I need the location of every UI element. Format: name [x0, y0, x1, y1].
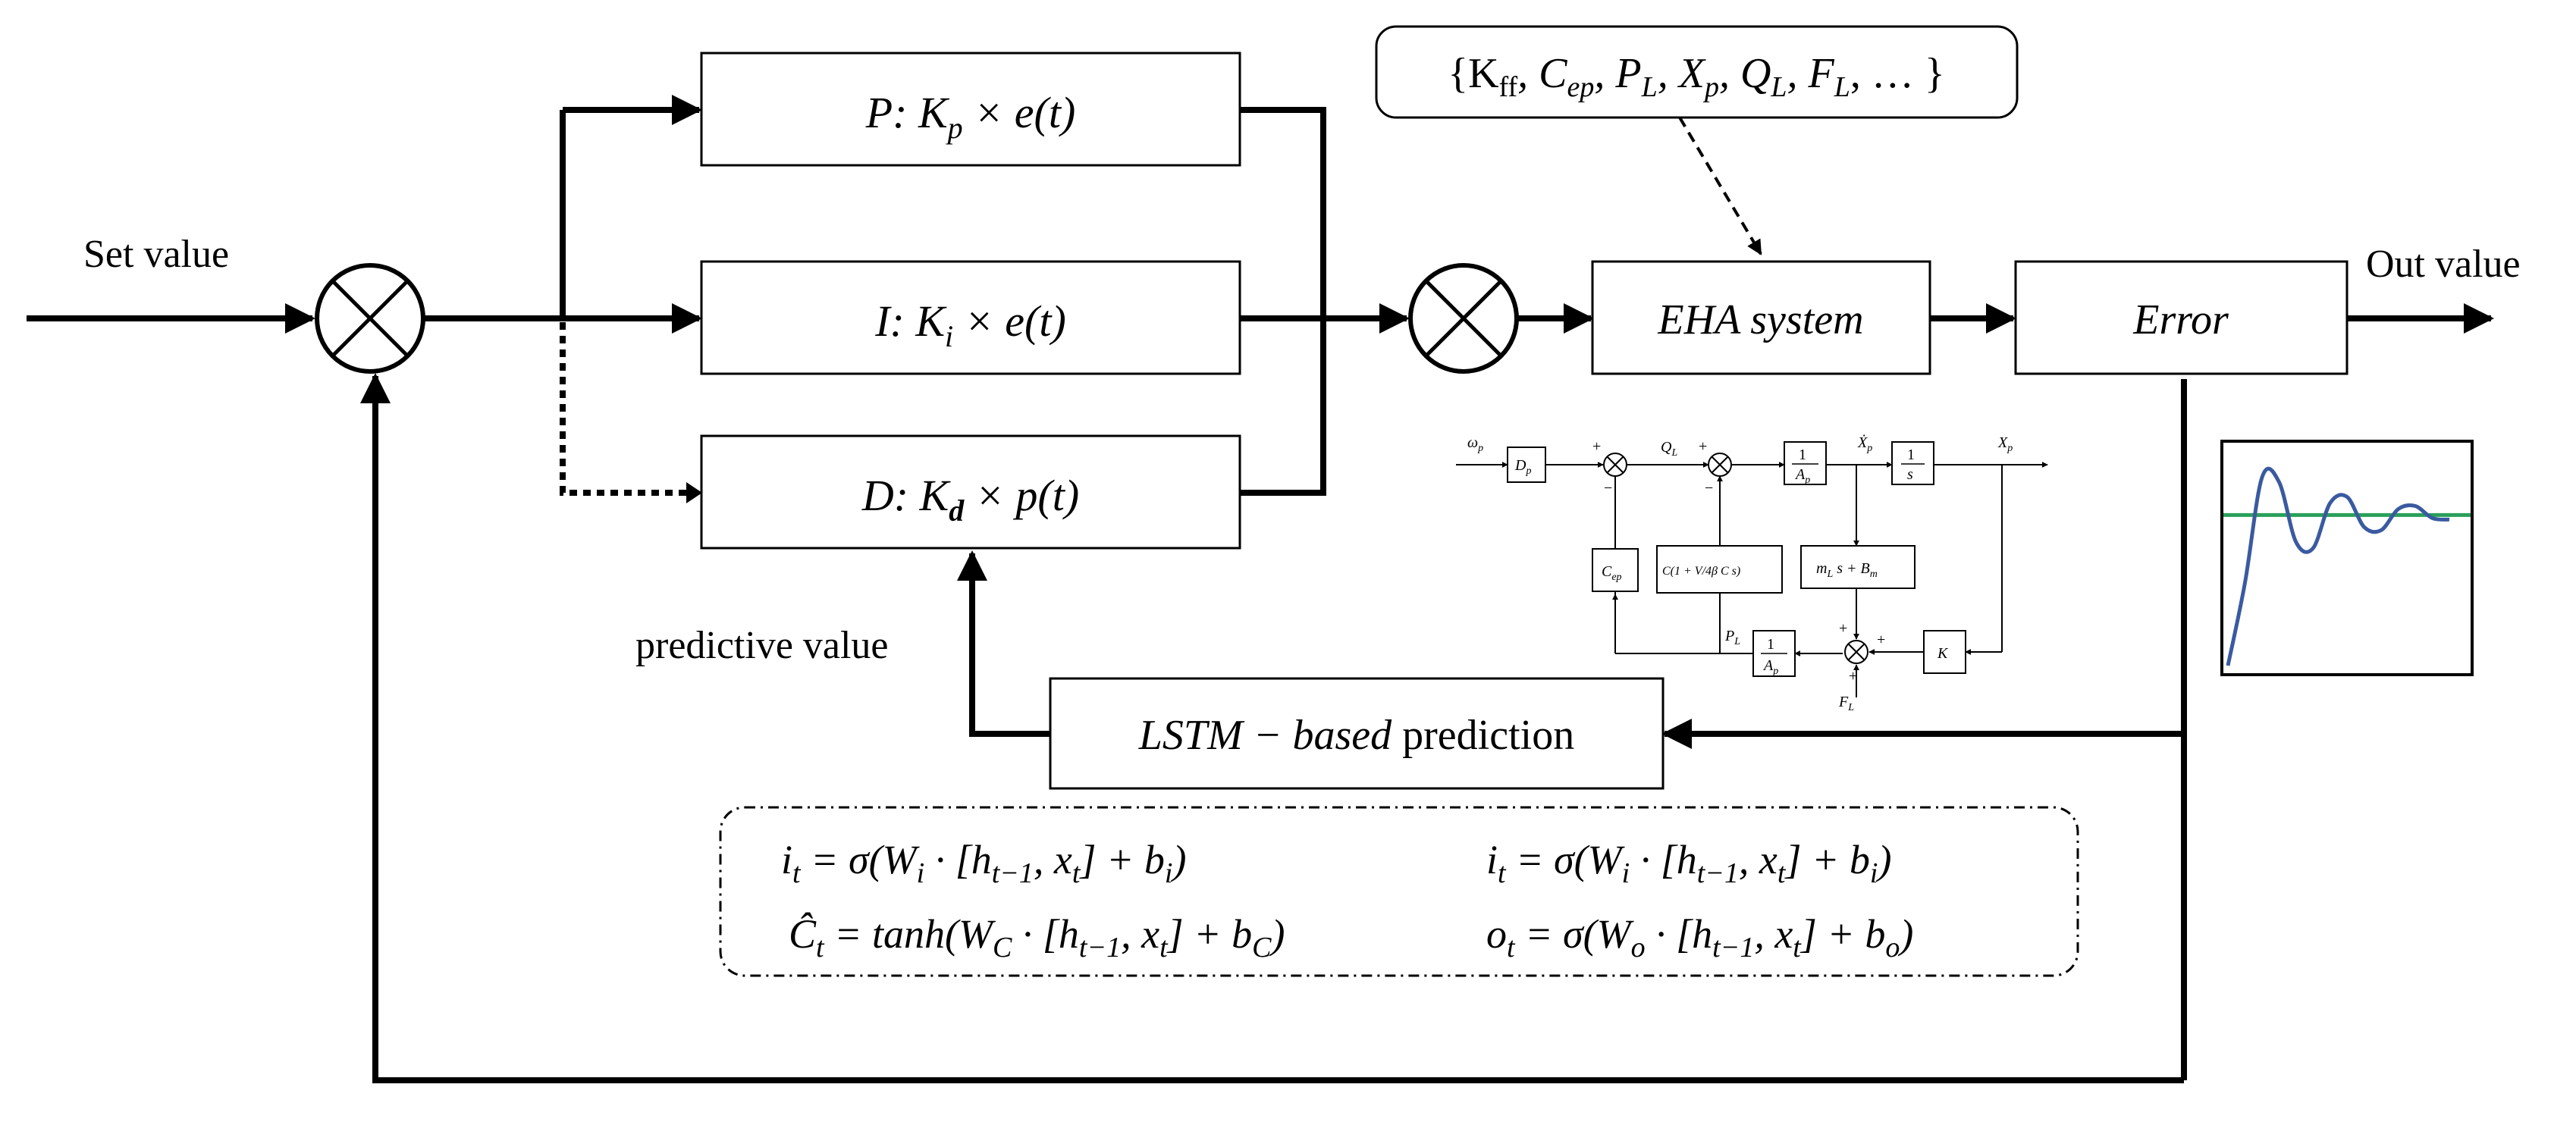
equation-input-gate-1: it = σ(Wi · [ht−1, xt] + bi) [781, 837, 1186, 889]
equation-input-gate-2: it = σ(Wi · [ht−1, xt] + bi) [1486, 837, 1891, 889]
svg-text:−: − [1705, 480, 1713, 497]
dotted-branch [560, 322, 686, 496]
main-wires [27, 95, 2494, 1083]
lstm-label: LSTM − based prediction [1138, 712, 1574, 759]
wire-feedback-bottom [360, 373, 2184, 1083]
svg-text:mL s + Bm: mL s + Bm [1816, 560, 1878, 580]
svg-text:1: 1 [1767, 636, 1774, 653]
arrow-to-d [686, 482, 702, 503]
out-value-label: Out value [2366, 243, 2521, 286]
wire-d-out [1240, 318, 1326, 496]
i-block-label: I: Ki × e(t) [874, 296, 1066, 353]
svg-text:+: + [1849, 668, 1857, 685]
svg-text:Dp: Dp [1514, 457, 1531, 477]
wire-p-out [1240, 107, 1326, 318]
svg-text:Ap: Ap [1762, 657, 1778, 677]
lstm-block [1049, 677, 1665, 790]
svg-text:−: − [1604, 480, 1612, 497]
lstm-equations: it = σ(Wi · [ht−1, xt] + bi) it = σ(Wi ·… [781, 837, 1913, 964]
svg-text:K: K [1937, 645, 1949, 662]
svg-text:ωp: ωp [1467, 434, 1483, 454]
wire-params-dashed [1678, 116, 1762, 255]
set-value-label: Set value [83, 233, 229, 276]
eha-system-label: EHA system [1657, 296, 1863, 343]
equation-cell-candidate: Ĉt = tanh(WC · [ht−1, xt] + bC) [789, 911, 1285, 964]
d-block-label: D: Kd × p(t) [861, 471, 1079, 528]
params-box [1375, 25, 2019, 119]
p-block-label: P: Kp × e(t) [865, 88, 1076, 145]
wire-lstm-to-d [957, 550, 1050, 737]
response-curve [2226, 466, 2450, 666]
svg-text:+: + [1699, 438, 1707, 455]
svg-text:+: + [1839, 620, 1847, 637]
svg-text:C(1 + V/4β C s): C(1 + V/4β C s) [1662, 565, 1740, 578]
svg-text:1: 1 [1799, 447, 1806, 463]
d-block [700, 434, 1241, 550]
svg-text:1: 1 [1907, 447, 1915, 463]
error-label: Error [2132, 296, 2229, 343]
svg-text:PL: PL [1724, 628, 1740, 647]
wire-to-d-dotted [560, 322, 686, 496]
predictive-value-label: predictive value [635, 624, 889, 667]
svg-text:+: + [1877, 631, 1885, 648]
summing-junction-1 [315, 263, 425, 374]
svg-text:QL: QL [1661, 439, 1677, 459]
eha-system-block [1591, 260, 1931, 375]
svg-text:Ẋp: Ẋp [1857, 434, 1872, 454]
eha-detail-diagram [1456, 441, 2048, 697]
svg-text:+: + [1592, 438, 1601, 455]
i-block [700, 260, 1241, 375]
equation-output-gate: ot = σ(Wo · [ht−1, xt] + bo) [1486, 911, 1913, 964]
p-block [700, 52, 1241, 167]
svg-text:Xp: Xp [1997, 434, 2013, 454]
response-chart [2220, 440, 2474, 676]
params-label: {Kff, Cep, PL, Xp, QL, FL, … } [1448, 50, 1945, 103]
svg-text:Cep: Cep [1602, 563, 1622, 583]
response-chart-frame [2220, 440, 2474, 676]
summing-junction-2 [1408, 263, 1519, 374]
svg-text:s: s [1907, 466, 1913, 483]
svg-text:FL: FL [1838, 694, 1854, 713]
svg-text:Ap: Ap [1794, 466, 1810, 486]
eha-detail-labels: ωp Dp + − QL + − 1 Ap Ẋp 1 s Xp Cep C(1 … [1467, 434, 2013, 713]
error-block [2014, 260, 2349, 375]
